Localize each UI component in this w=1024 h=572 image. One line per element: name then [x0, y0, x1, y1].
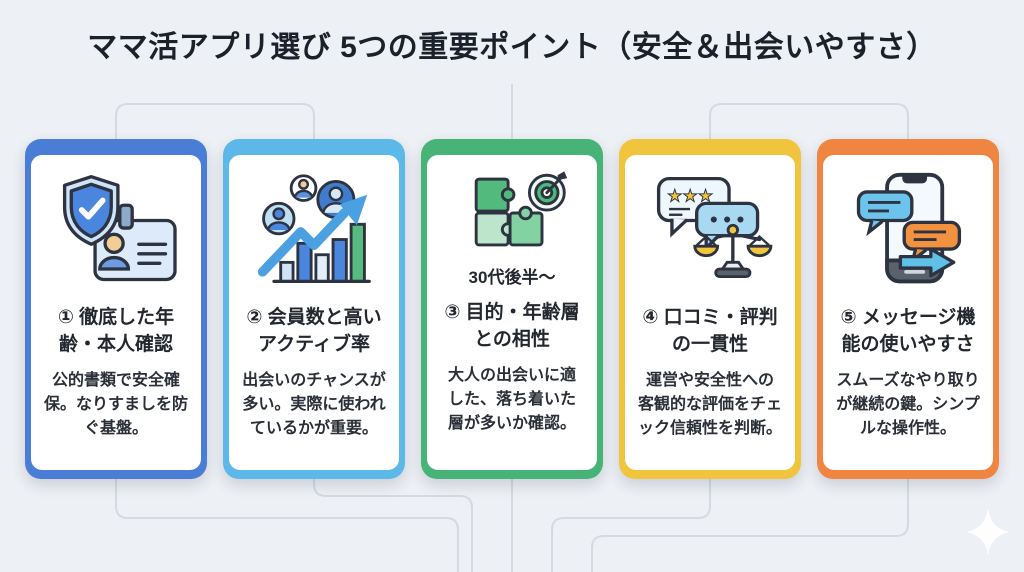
card-body: 30代後半〜 ③ 目的・年齢層 との相性 大人の出会いに適 した、落ち着いた 層… — [427, 155, 597, 470]
card-purpose-age-match: 30代後半〜 ③ 目的・年齢層 との相性 大人の出会いに適 した、落ち着いた 層… — [421, 139, 603, 479]
card-description: 運営や安全性への 客観的な評価をチェ ック信頼性を判断。 — [637, 372, 782, 438]
card-active-members: ② 会員数と高い アクティブ率 出会いのチャンスが 多い。実際に使われ ているか… — [223, 139, 405, 479]
icon-caption: 30代後半〜 — [468, 268, 556, 287]
card-description: 出会いのチャンスが 多い。実際に使われ ているかが重要。 — [242, 372, 386, 438]
card-title: ② 会員数と高い アクティブ率 — [246, 307, 382, 355]
card-description: 公的書類で安全確 保。なりすましを防 ぐ基盤。 — [43, 372, 188, 438]
card-body: ① 徹底した年 齢・本人確認 公的書類で安全確 保。なりすましを防 ぐ基盤。 — [31, 155, 201, 470]
card-description: スムーズなやり取り が継続の鍵。シンプ ルな操作性。 — [836, 372, 980, 438]
card-reviews-reputation: ★★★ — [619, 139, 801, 479]
card-title: ① 徹底した年 齢・本人確認 — [57, 307, 175, 355]
card-body: ★★★ — [625, 155, 795, 470]
card-body: ⑤ メッセージ機 能の使いやすさ スムーズなやり取り が継続の鍵。シンプ ルな操… — [823, 155, 993, 470]
members-growth-chart-icon — [251, 167, 377, 293]
puzzle-target-icon — [451, 167, 573, 259]
sparkle-icon — [965, 507, 1011, 562]
card-title: ⑤ メッセージ機 能の使いやすさ — [840, 307, 976, 355]
card-title: ③ 目的・年齢層 との相性 — [444, 302, 580, 350]
card-age-verification: ① 徹底した年 齢・本人確認 公的書類で安全確 保。なりすましを防 ぐ基盤。 — [25, 139, 207, 479]
card-messaging-usability: ⑤ メッセージ機 能の使いやすさ スムーズなやり取り が継続の鍵。シンプ ルな操… — [817, 139, 999, 479]
phone-message-icon — [845, 167, 971, 293]
card-body: ② 会員数と高い アクティブ率 出会いのチャンスが 多い。実際に使われ ているか… — [229, 155, 399, 470]
page-title: ママ活アプリ選び 5つの重要ポイント（安全＆出会いやすさ） — [87, 31, 937, 64]
review-scale-icon: ★★★ — [647, 167, 773, 293]
card-description: 大人の出会いに適 した、落ち着いた 層が多いか確認。 — [447, 367, 576, 433]
cards-row: ① 徹底した年 齢・本人確認 公的書類で安全確 保。なりすましを防 ぐ基盤。 — [25, 139, 999, 479]
card-title: ④ 口コミ・評判 の一貫性 — [642, 307, 778, 355]
shield-id-card-icon — [53, 167, 179, 293]
svg-text:★★★: ★★★ — [667, 186, 713, 206]
